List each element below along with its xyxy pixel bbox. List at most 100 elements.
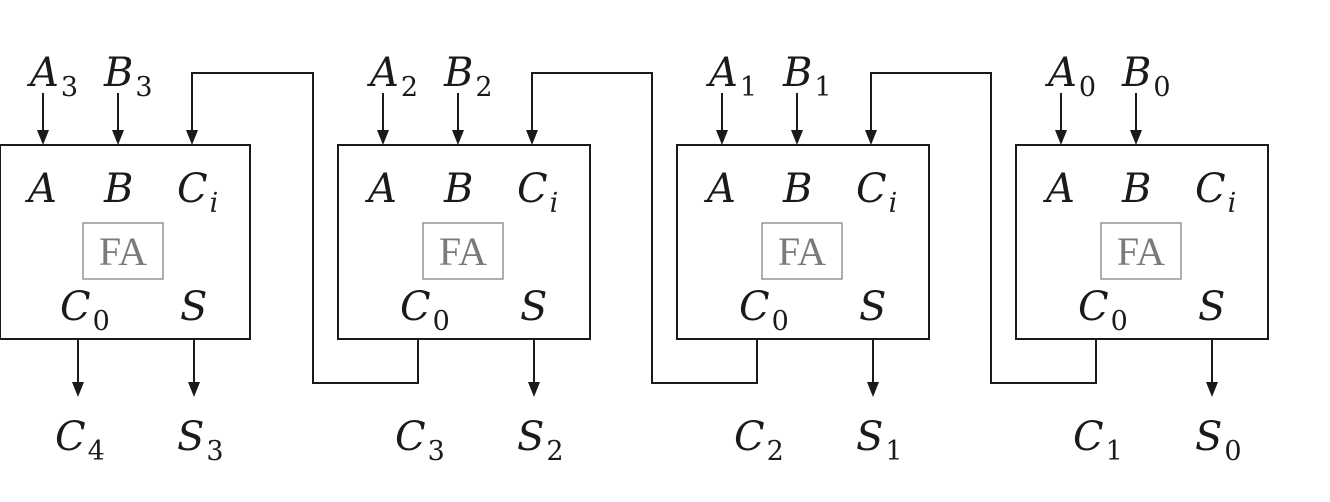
adder-1-fa-box — [422, 222, 504, 280]
adder-2-fa-box — [761, 222, 843, 280]
adder-0-port-co-base: C — [60, 284, 91, 330]
adder-2-carry-output-label-subscript: 2 — [767, 436, 784, 467]
adder-1-input-a-label-subscript: 2 — [401, 72, 418, 103]
adder-1-fa-label: FA — [439, 229, 487, 274]
adder-2-input-b-label: B1 — [782, 50, 832, 103]
adder-1-port-b: B — [443, 166, 473, 212]
adder-3-carry-output-label-base: C — [1073, 414, 1104, 460]
adder-3-input-a-label-subscript: 0 — [1079, 72, 1096, 103]
adder-3-carry-output-label-subscript: 1 — [1106, 436, 1123, 467]
adder-1-input-a-label-base: A — [366, 50, 399, 96]
adder-0-input-a-label: A3 — [26, 50, 78, 103]
adder-0-input-b-label-base: B — [103, 50, 133, 96]
adder-3-port-co-base: C — [1078, 284, 1109, 330]
adder-0-port-co: C0 — [60, 284, 110, 337]
carry-wire-1-arrowhead — [186, 130, 198, 145]
adder-2-carry-output-label-base: C — [734, 414, 765, 460]
adder-2-fa-label: FA — [778, 229, 826, 274]
adder-1-input-b-label: B2 — [443, 50, 493, 103]
adder-2-port-ci-subscript: i — [889, 188, 898, 219]
adder-0-input-b-label: B3 — [103, 50, 153, 103]
adder-3-input-b-arrow-arrowhead — [1130, 130, 1142, 145]
adder-1-input-b-label-subscript: 2 — [475, 72, 492, 103]
adder-0-sum-arrow-arrowhead — [188, 382, 200, 397]
block-layer — [0, 144, 1269, 340]
adder-3-port-ci-base: C — [1195, 166, 1226, 212]
adder-0-sum-output-label-base: S — [177, 414, 204, 460]
adder-1-input-a-arrow-arrowhead — [377, 130, 389, 145]
carry-wire-2-arrowhead — [526, 130, 538, 145]
adder-3-input-b-label: B0 — [1121, 50, 1171, 103]
adder-0-port-co-subscript: 0 — [93, 306, 110, 337]
adder-2-port-co-base: C — [739, 284, 770, 330]
adder-2-sum-output-label: S1 — [856, 414, 903, 467]
adder-3-port-co: C0 — [1078, 284, 1128, 337]
adder-2-input-a-label: A1 — [705, 50, 757, 103]
adder-3-input-b-label-base: B — [1121, 50, 1151, 96]
adder-2-port-co-subscript: 0 — [772, 306, 789, 337]
adder-0-carry-output-label-subscript: 4 — [88, 436, 105, 467]
carry-wire-1-to-0 — [191, 72, 419, 384]
adder-2-input-b-arrow-arrowhead — [791, 130, 803, 145]
adder-0-sum-output-label: S3 — [177, 414, 224, 467]
adder-3-sum-output-label-subscript: 0 — [1224, 436, 1241, 467]
adder-1-port-co-base: C — [400, 284, 431, 330]
adder-1-sum-output-label: S2 — [517, 414, 564, 467]
adder-0-port-ci-base: C — [177, 166, 208, 212]
adder-0-input-b-label-subscript: 3 — [135, 72, 152, 103]
adder-1-carry-output-label: C3 — [395, 414, 445, 467]
adder-0-input-a-label-base: A — [26, 50, 59, 96]
adder-0-port-ci-subscript: i — [210, 188, 219, 219]
adder-1-port-co: C0 — [400, 284, 450, 337]
carry-wire-2-to-1 — [531, 72, 758, 384]
adder-2-input-a-label-subscript: 1 — [740, 72, 757, 103]
adder-0-carry-output-label: C4 — [55, 414, 105, 467]
adder-1-input-b-arrow-arrowhead — [452, 130, 464, 145]
adder-3-port-ci: Ci — [1195, 166, 1236, 219]
adder-1-carry-output-label-base: C — [395, 414, 426, 460]
adder-1-carry-output-label-subscript: 3 — [428, 436, 445, 467]
adder-3-carry-output-label: C1 — [1073, 414, 1123, 467]
adder-2-input-b-label-subscript: 1 — [814, 72, 831, 103]
adder-3-port-co-subscript: 0 — [1111, 306, 1128, 337]
adder-3-sum-output-label: S0 — [1195, 414, 1242, 467]
adder-1-sum-output-label-base: S — [517, 414, 544, 460]
carry-wire-3-arrowhead — [865, 130, 877, 145]
adder-3-fa-label: FA — [1117, 229, 1165, 274]
adder-1-port-co-subscript: 0 — [433, 306, 450, 337]
adder-3-port-ci-subscript: i — [1228, 188, 1237, 219]
adder-1-port-a: A — [364, 166, 397, 212]
adder-2-port-ci-base: C — [856, 166, 887, 212]
adder-3-sum-output-label-base: S — [1195, 414, 1222, 460]
adder-1-sum-arrow-arrowhead — [528, 382, 540, 397]
adder-0-port-a: A — [24, 166, 57, 212]
adder-3-input-b-label-subscript: 0 — [1153, 72, 1170, 103]
adder-2-input-a-label-base: A — [705, 50, 738, 96]
adder-3-port-s: S — [1198, 284, 1225, 330]
adder-0-port-b: B — [103, 166, 133, 212]
adder-1-port-ci: Ci — [517, 166, 558, 219]
adder-0-input-a-arrow-arrowhead — [37, 130, 49, 145]
adder-0-fa-label: FA — [99, 229, 147, 274]
adder-0-carry-output-label-base: C — [55, 414, 86, 460]
adder-2-sum-output-label-base: S — [856, 414, 883, 460]
adder-0-fa-box — [82, 222, 164, 280]
adder-3-port-a: A — [1042, 166, 1075, 212]
adder-3-input-a-label: A0 — [1044, 50, 1096, 103]
adder-2-port-a: A — [703, 166, 736, 212]
adder-3-port-b: B — [1121, 166, 1151, 212]
adder-0-carry-out-arrow-arrowhead — [72, 382, 84, 397]
adder-0-input-a-label-subscript: 3 — [61, 72, 78, 103]
adder-1-port-s: S — [520, 284, 547, 330]
wire-layer — [37, 72, 1218, 397]
adder-3-input-a-label-base: A — [1044, 50, 1077, 96]
adder-1-input-a-label: A2 — [366, 50, 418, 103]
adder-2-sum-output-label-subscript: 1 — [885, 436, 902, 467]
adder-2-input-a-arrow-arrowhead — [716, 130, 728, 145]
adder-2-port-co: C0 — [739, 284, 789, 337]
adder-2-sum-arrow-arrowhead — [867, 382, 879, 397]
adder-2-carry-output-label: C2 — [734, 414, 784, 467]
adder-0-port-s: S — [180, 284, 207, 330]
